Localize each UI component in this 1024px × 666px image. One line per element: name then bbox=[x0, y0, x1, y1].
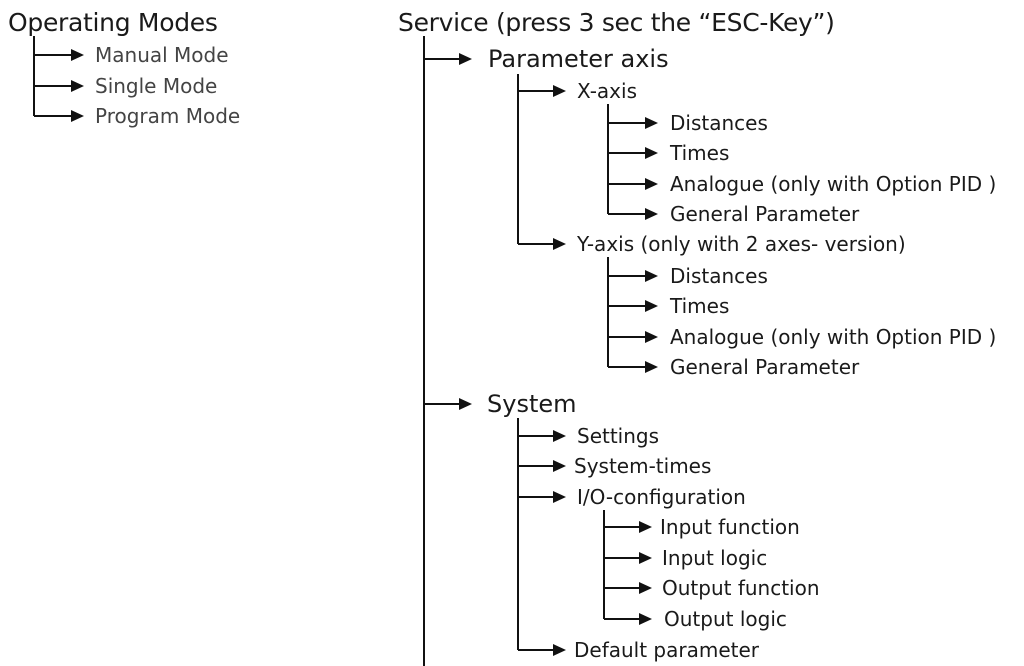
parameter-axis-node: Parameter axis bbox=[488, 45, 669, 73]
system-settings: Settings bbox=[577, 424, 660, 448]
io-output-logic: Output logic bbox=[664, 607, 787, 631]
system-node: System bbox=[487, 390, 577, 418]
y-axis-times: Times bbox=[670, 294, 730, 318]
y-axis-general-parameter: General Parameter bbox=[670, 355, 860, 379]
io-input-function: Input function bbox=[660, 515, 800, 539]
x-axis-node: X-axis bbox=[577, 79, 637, 103]
mode-program: Program Mode bbox=[95, 104, 241, 128]
mode-manual: Manual Mode bbox=[95, 43, 229, 67]
x-axis-times: Times bbox=[670, 141, 730, 165]
y-axis-analogue: Analogue (only with Option PID ) bbox=[670, 325, 997, 349]
x-axis-general-parameter: General Parameter bbox=[670, 202, 860, 226]
x-axis-distances: Distances bbox=[670, 111, 768, 135]
io-output-function: Output function bbox=[662, 576, 820, 600]
system-times: System-times bbox=[574, 454, 712, 478]
system-default-parameter: Default parameter bbox=[574, 638, 760, 662]
mode-single: Single Mode bbox=[95, 74, 218, 98]
io-input-logic: Input logic bbox=[662, 546, 768, 570]
x-axis-analogue: Analogue (only with Option PID ) bbox=[670, 172, 997, 196]
service-title: Service (press 3 sec the “ESC-Key”) bbox=[398, 8, 835, 37]
y-axis-node: Y-axis (only with 2 axes- version) bbox=[577, 232, 906, 256]
io-configuration-node: I/O-configuration bbox=[577, 485, 746, 509]
y-axis-distances: Distances bbox=[670, 264, 768, 288]
operating-modes-title: Operating Modes bbox=[8, 8, 218, 37]
